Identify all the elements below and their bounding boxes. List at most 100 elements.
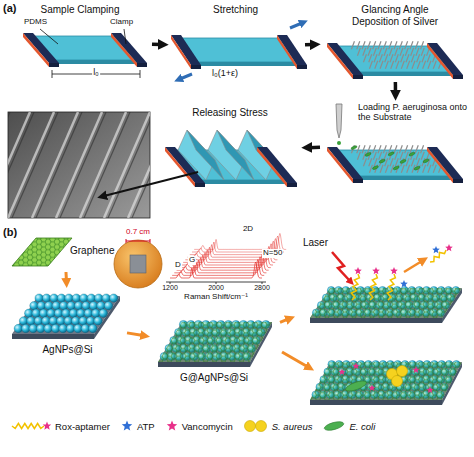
annotation: l₀ — [92, 68, 100, 78]
annotation: 2000 — [208, 284, 224, 292]
legend: Rox-aptamerATPVancomycinS. aureusE. coli — [10, 419, 375, 433]
silver-nanorod — [389, 41, 392, 49]
silver-nanoparticle — [30, 302, 38, 310]
bacterium — [365, 152, 372, 157]
silver-nanoparticle — [42, 317, 50, 325]
laser-bolt — [332, 252, 350, 281]
sem-wrinkle — [56, 112, 102, 218]
s-aureus-cell — [397, 366, 408, 377]
silver-nanorod — [362, 145, 365, 153]
legend-text: Vancomycin — [182, 421, 233, 432]
axis-tick — [262, 282, 263, 284]
graphene-lattice — [12, 238, 72, 266]
legend-text: E. coli — [349, 421, 375, 432]
silver-nanorod — [423, 61, 426, 69]
graphene-lattice — [310, 362, 462, 400]
sem-wrinkle — [108, 112, 150, 218]
scale-tick — [126, 239, 127, 243]
silver-nanoparticle — [39, 309, 47, 317]
silver-nanoparticle — [72, 317, 80, 325]
rox-label — [372, 267, 380, 274]
sem-background — [8, 112, 150, 218]
stage-title: Stretching — [168, 4, 303, 16]
silver-nanoparticle — [32, 309, 40, 317]
annotation: 2D — [243, 225, 253, 234]
aptamer-strand — [351, 274, 359, 300]
sem-image — [0, 112, 226, 218]
silver-nanorod — [384, 152, 387, 160]
sample-film — [130, 255, 146, 273]
vancomycin — [427, 386, 434, 393]
pdms-side — [358, 176, 456, 180]
silver-nanoparticle — [69, 309, 77, 317]
silver-nanorod — [369, 165, 372, 173]
scale-tick — [150, 239, 151, 243]
silver-nanoparticle — [86, 317, 94, 325]
captured-bacteria — [339, 362, 434, 393]
silver-nanorod — [411, 48, 414, 56]
silver-nanorod — [380, 61, 383, 69]
process-arrow — [127, 333, 143, 336]
bacterium — [372, 165, 379, 170]
clamp-base — [427, 43, 453, 79]
silver-nanorod — [401, 165, 404, 173]
silver-nanoparticle — [60, 302, 68, 310]
silver-nanorod — [410, 145, 413, 153]
silver-nanorod — [421, 152, 424, 160]
silver-nanorod — [369, 61, 372, 69]
annotation: 0.7 cm — [126, 228, 150, 237]
silver-nanorod — [394, 145, 397, 153]
sem-wrinkle — [8, 112, 54, 218]
silver-nanoparticles — [14, 294, 118, 333]
pointer-arrow — [104, 172, 198, 196]
silver-nanoparticle — [50, 294, 58, 302]
pdms-side — [200, 180, 290, 184]
silver-nanoparticle — [84, 309, 92, 317]
silver-nanoparticle — [27, 317, 35, 325]
clamp — [427, 147, 463, 179]
vancomycin — [353, 362, 360, 369]
silver-nanorod — [405, 145, 408, 153]
silver-nanorod — [395, 54, 398, 62]
bacteria — [351, 145, 430, 171]
silver-nanorod — [415, 145, 418, 153]
silicon-top — [310, 362, 462, 400]
releasing-illustration — [165, 130, 297, 187]
silver-nanorod — [415, 41, 418, 49]
raman-spectrum — [172, 259, 264, 275]
silver-nanorod — [385, 165, 388, 173]
silver-nanorod — [417, 61, 420, 69]
silver-nanorod — [384, 48, 387, 56]
aptamer-strand — [12, 424, 44, 429]
stretch-arrow — [180, 74, 192, 79]
silver-nanoparticle — [109, 294, 117, 302]
panel-label: (a) — [3, 2, 16, 14]
silver-nanoparticle — [62, 309, 70, 317]
silver-nanorod — [411, 158, 414, 166]
silver-nanorod — [416, 48, 419, 56]
silver-nanorod — [407, 165, 410, 173]
annotation: Raman Shift/cm⁻¹ — [184, 293, 248, 302]
annotation: G — [188, 256, 196, 265]
clamp-side — [353, 75, 363, 79]
silver-nanoparticle — [80, 294, 88, 302]
silver-nanorod — [378, 145, 381, 153]
clamp-base — [277, 35, 297, 69]
legend-item: ATP — [120, 419, 155, 433]
silver-nanoparticle — [37, 302, 45, 310]
silver-nanoparticle — [79, 317, 87, 325]
silver-nanoparticle — [89, 324, 97, 332]
silver-nanoparticle — [94, 317, 102, 325]
silver-nanoparticle — [35, 294, 43, 302]
silver-nanorod — [379, 54, 382, 62]
graphene-layer — [158, 322, 272, 362]
silver-nanorod — [395, 158, 398, 166]
silver-nanorod — [368, 48, 371, 56]
silver-nanoparticle — [54, 309, 62, 317]
silver-nanorod — [374, 54, 377, 62]
silver-nanorod — [405, 152, 408, 160]
raman-inset — [114, 233, 286, 288]
clamp-base — [111, 33, 137, 67]
dimension-tick — [52, 70, 53, 78]
silver-nanoparticle — [29, 324, 37, 332]
